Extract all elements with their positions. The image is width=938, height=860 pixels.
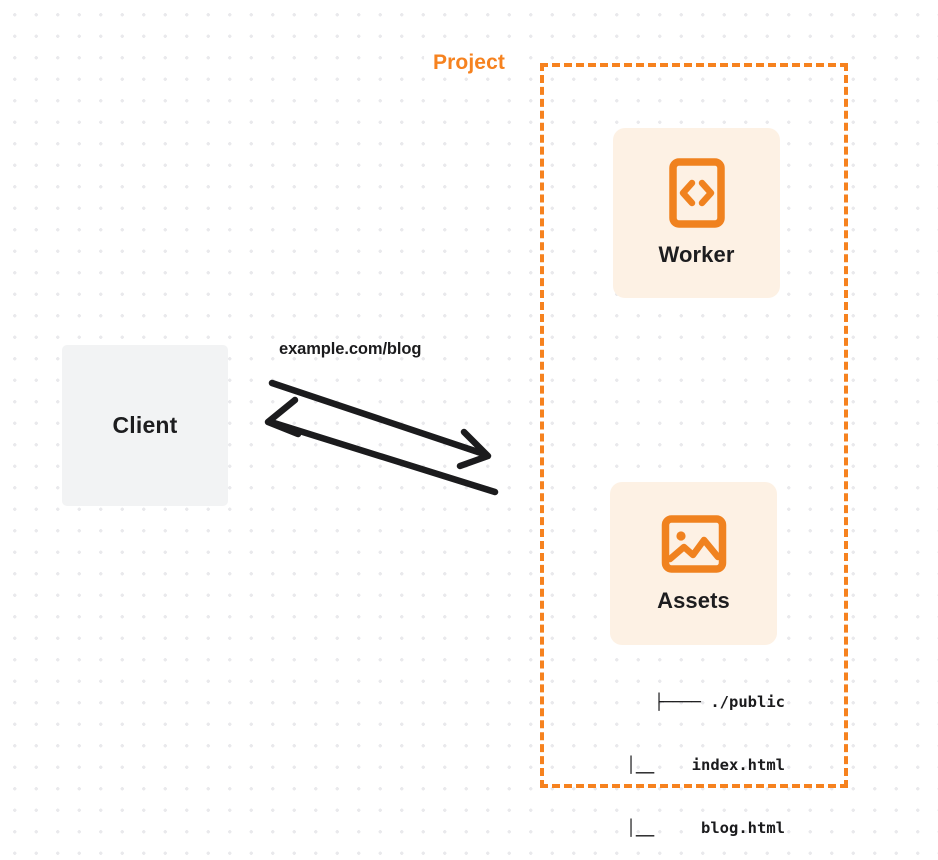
client-label: Client	[112, 412, 178, 438]
request-url-label: example.com/blog	[279, 340, 422, 358]
request-arrow	[268, 379, 492, 470]
response-arrow	[264, 396, 499, 496]
assets-label: Assets	[657, 587, 730, 613]
file-tree-row: ├──── ./public	[654, 693, 785, 711]
assets-file-tree: ├──── ./public │__ index.html │__ blog.h…	[585, 650, 785, 860]
file-tree-row: │__ blog.html	[626, 819, 785, 837]
project-container	[540, 63, 848, 788]
image-icon	[661, 514, 726, 573]
worker-node[interactable]: Worker	[613, 128, 780, 298]
assets-node[interactable]: Assets	[610, 482, 777, 645]
connection-arrows	[264, 379, 499, 496]
client-node[interactable]: Client	[62, 345, 228, 506]
code-brackets-icon	[668, 158, 725, 228]
worker-label: Worker	[658, 242, 735, 267]
project-title: Project	[424, 51, 514, 75]
file-tree-row: │__ index.html	[626, 756, 785, 774]
